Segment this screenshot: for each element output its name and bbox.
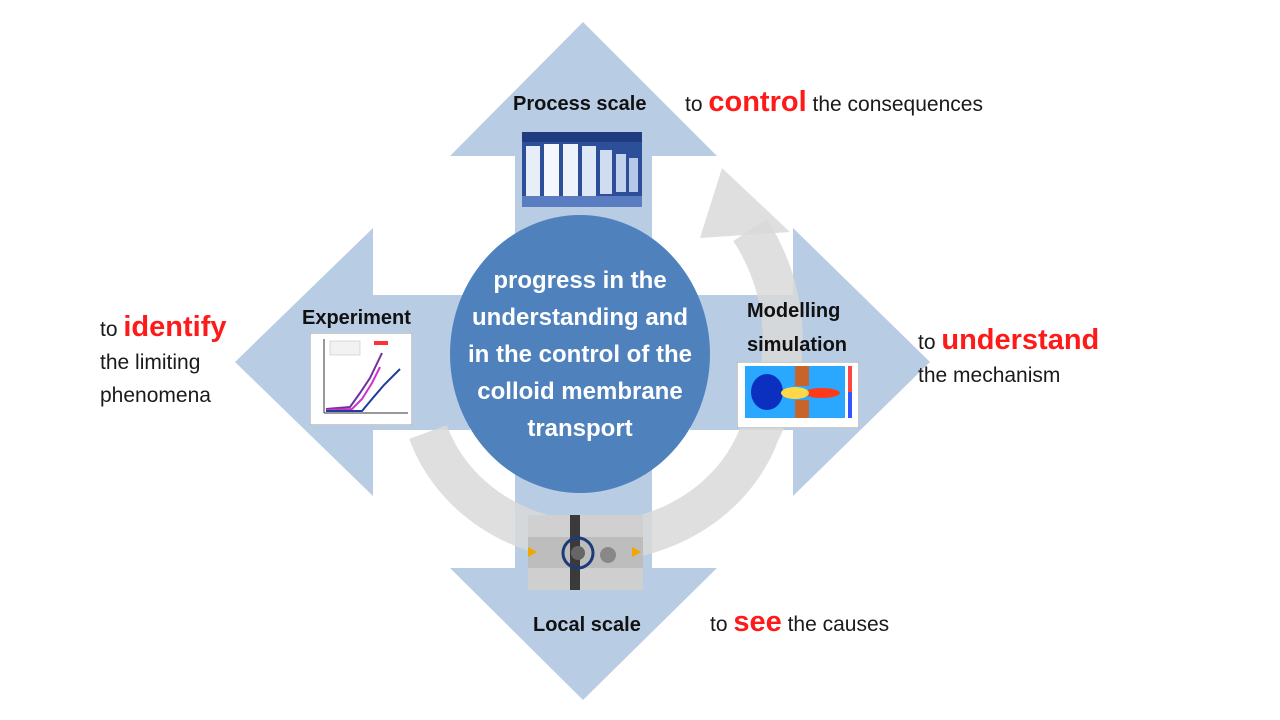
process-caption-post: the consequences: [812, 93, 983, 116]
process-caption: to control the consequences: [685, 86, 983, 121]
process-scale-label: Process scale: [513, 93, 647, 115]
modelling-caption-post: the mechanism: [918, 364, 1061, 387]
experiment-label: Experiment: [302, 307, 411, 329]
experiment-keyword: identify: [123, 311, 227, 343]
experiment-caption-pre: to: [100, 318, 118, 341]
modelling-label-line2: simulation: [747, 334, 848, 356]
local-caption: to see the causes: [710, 606, 889, 641]
modelling-keyword: understand: [941, 324, 1100, 356]
local-caption-post: the causes: [787, 613, 890, 636]
process-keyword: control: [708, 86, 807, 118]
center-text: progress in the understanding and in the…: [468, 266, 692, 442]
experiment-caption-line2: phenomena: [100, 384, 211, 407]
experiment-caption: to identify the limiting phenomena: [100, 311, 226, 412]
local-scale-label: Local scale: [533, 614, 641, 636]
modelling-caption-pre: to: [918, 331, 936, 354]
cycle-arrow: [409, 219, 803, 562]
modelling-simulation-thumbnail: [737, 362, 859, 428]
process-scale-photo: [522, 132, 642, 207]
modelling-caption: to understand the mechanism: [918, 324, 1099, 392]
local-scale-photo: [528, 515, 643, 590]
process-caption-pre: to: [685, 93, 703, 116]
modelling-label-line1: Modelling: [747, 300, 841, 322]
center-circle: progress in the understanding and in the…: [450, 215, 710, 493]
cycle-arrowhead: [700, 168, 790, 238]
local-keyword: see: [733, 606, 782, 638]
experiment-caption-line1: the limiting: [100, 351, 201, 374]
local-caption-pre: to: [710, 613, 728, 636]
experiment-chart-thumbnail: [310, 333, 412, 425]
